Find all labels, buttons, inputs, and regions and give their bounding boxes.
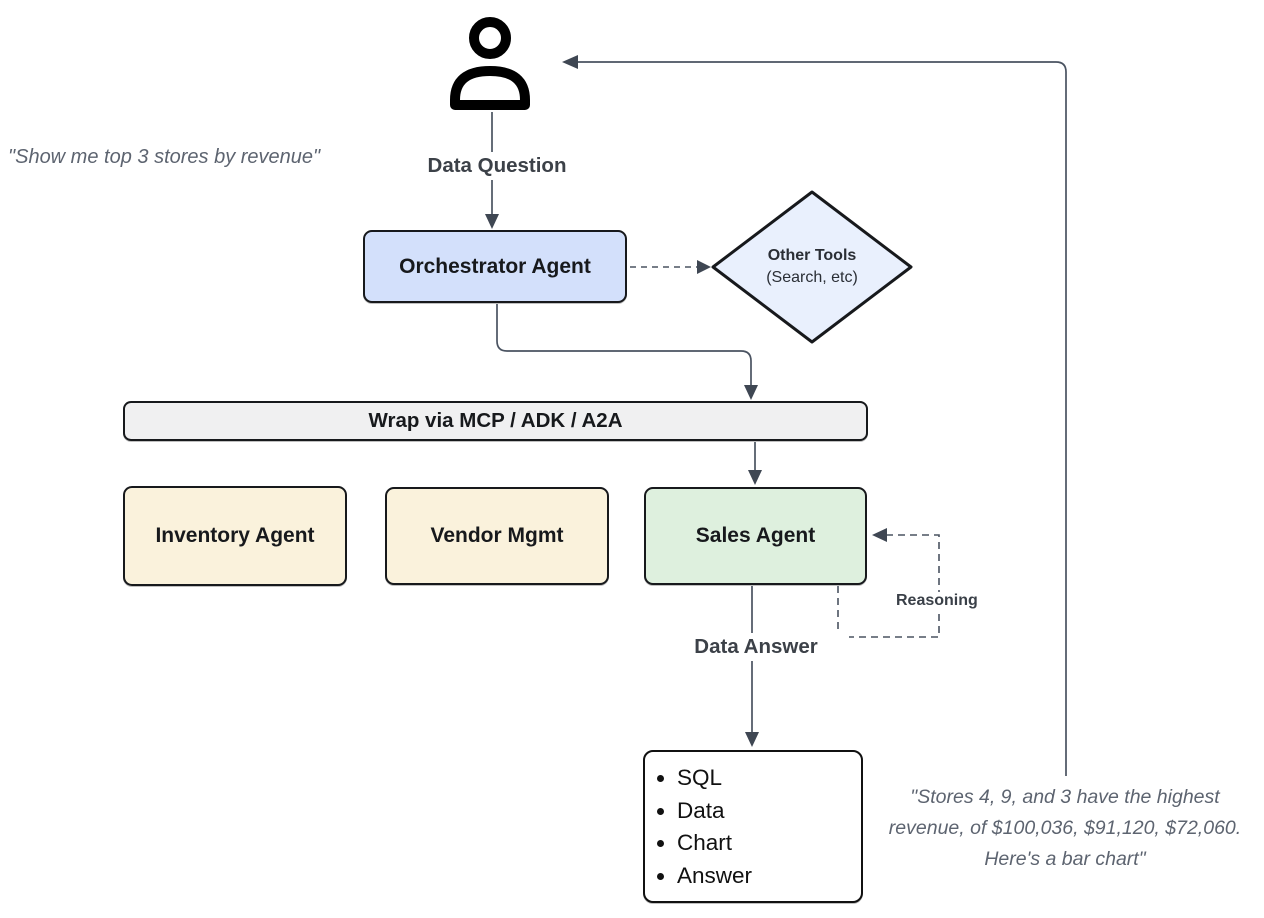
arrowhead-left-reasoning (872, 528, 887, 542)
arrowhead-down-output (745, 732, 759, 747)
edge-orchestrator-wrap-line (496, 304, 752, 385)
vendor-mgmt-node: Vendor Mgmt (385, 487, 609, 585)
arrowhead-down-orchestrator (485, 214, 499, 229)
orchestrator-agent-node: Orchestrator Agent (363, 230, 627, 303)
edge-label-data-answer: Data Answer (663, 633, 849, 661)
output-item-sql: SQL (677, 762, 861, 795)
orchestrator-agent-label: Orchestrator Agent (399, 254, 591, 278)
output-item-answer: Answer (677, 860, 861, 893)
inventory-agent-label: Inventory Agent (155, 524, 315, 547)
output-item-chart: Chart (677, 827, 861, 860)
arrowhead-left-user (562, 55, 578, 69)
other-tools-title: Other Tools (767, 247, 857, 264)
reasoning-label: Reasoning (893, 592, 981, 610)
other-tools-subtitle: (Search, etc) (766, 269, 858, 286)
arrowhead-down-wrap-bar (744, 385, 758, 400)
edge-label-data-question: Data Question (404, 152, 590, 180)
output-list: SQL Data Chart Answer (645, 762, 861, 892)
arrowhead-down-sales (748, 470, 762, 485)
user-question-quote: "Show me top 3 stores by revenue" (8, 146, 321, 168)
agent-answer-quote: "Stores 4, 9, and 3 have the highest rev… (888, 786, 1242, 870)
vendor-mgmt-label: Vendor Mgmt (430, 524, 564, 547)
wrap-bar-label: Wrap via MCP / ADK / A2A (368, 409, 623, 432)
inventory-agent-node: Inventory Agent (123, 486, 347, 586)
arrowhead-right-other-tools (697, 260, 711, 274)
wrap-bar-node: Wrap via MCP / ADK / A2A (123, 401, 868, 441)
person-icon (446, 12, 534, 119)
sales-agent-label: Sales Agent (695, 524, 816, 547)
sales-agent-node: Sales Agent (644, 487, 867, 585)
output-item-data: Data (677, 795, 861, 828)
other-tools-node: Other Tools (Search, etc) (742, 245, 882, 289)
output-node: SQL Data Chart Answer (643, 750, 863, 903)
